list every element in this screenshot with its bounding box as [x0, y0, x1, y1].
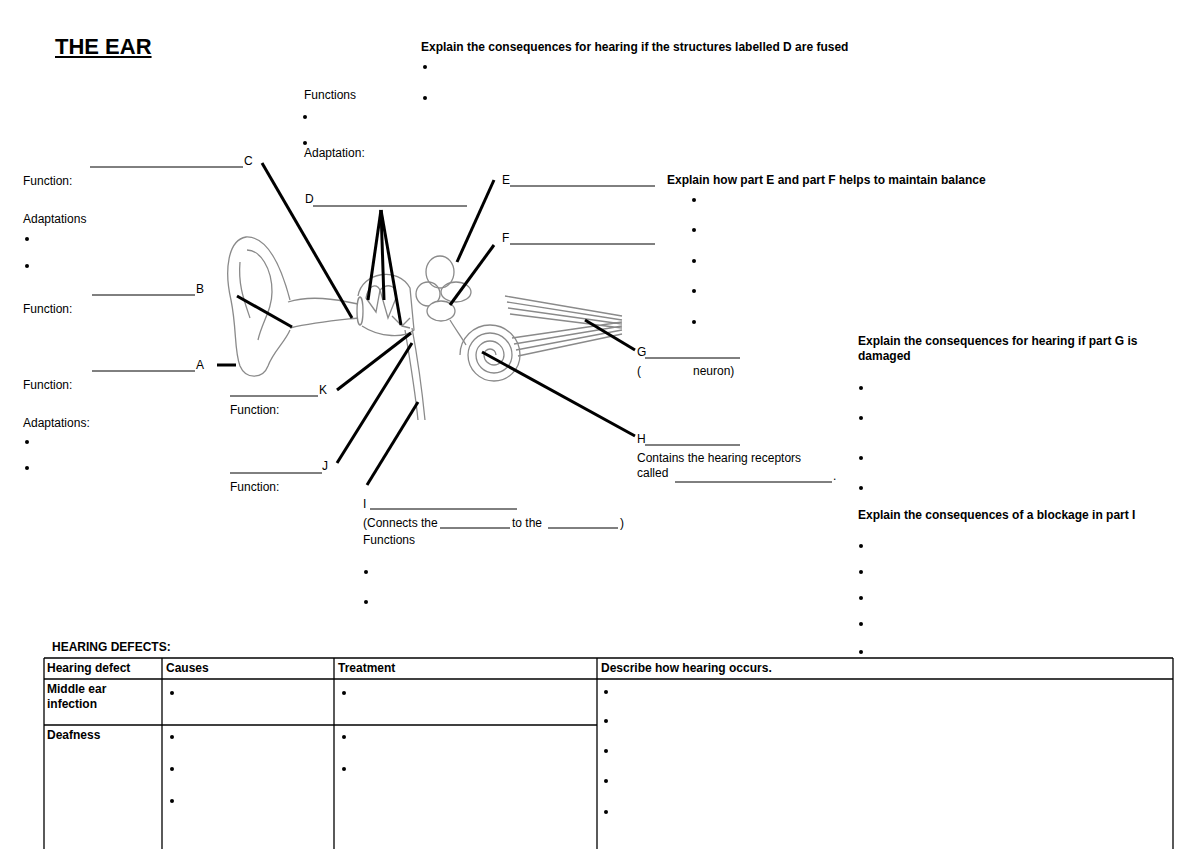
prompt-text: (: [637, 364, 641, 379]
table-header: Hearing defect: [47, 661, 130, 676]
bullet-dot: [692, 198, 696, 202]
bullet-dot: [170, 767, 174, 771]
prompt-text: Function:: [23, 302, 72, 317]
answer-blanks: [90, 167, 832, 528]
bullet-dot: [859, 486, 863, 490]
prompt-text: Adaptation:: [304, 146, 365, 161]
bullet-dot: [859, 456, 863, 460]
part-letter: D: [305, 192, 314, 207]
worksheet-title: THE EAR: [55, 34, 152, 60]
defects-table: [44, 658, 1173, 849]
bullet-dot: [692, 320, 696, 324]
bullet-dot: [604, 690, 608, 694]
bullet-dot: [859, 386, 863, 390]
table-cell: Middle ear infection: [47, 682, 157, 712]
part-letter: I: [363, 497, 366, 512]
bullet-dot: [692, 259, 696, 263]
bullet-dot: [25, 466, 29, 470]
bullet-dot: [342, 735, 346, 739]
bullet-dot: [859, 416, 863, 420]
prompt-text: to the: [512, 516, 542, 531]
section-heading: HEARING DEFECTS:: [52, 640, 171, 655]
ear-drawing: [228, 237, 622, 420]
part-letter: E: [502, 173, 510, 188]
leader-lines: [217, 163, 635, 485]
part-letter: K: [319, 383, 327, 398]
table-header: Describe how hearing occurs.: [601, 661, 772, 676]
part-letter: F: [502, 231, 509, 246]
question-text: Explain the consequences of a blockage i…: [858, 508, 1135, 523]
bullet-dot: [170, 691, 174, 695]
prompt-text: Function:: [23, 378, 72, 393]
part-letter: A: [196, 358, 204, 373]
bullet-dot: [859, 650, 863, 654]
bullet-dot: [859, 570, 863, 574]
part-letter: C: [244, 154, 253, 169]
question-text: Explain the consequences for hearing if …: [858, 334, 1188, 364]
bullet-dot: [170, 735, 174, 739]
table-header: Treatment: [338, 661, 395, 676]
part-letter: B: [196, 282, 204, 297]
bullet-dot: [303, 115, 307, 119]
bullet-dot: [342, 767, 346, 771]
prompt-text: .: [833, 469, 836, 484]
bullet-dot: [859, 544, 863, 548]
question-text: Explain the consequences for hearing if …: [421, 40, 848, 55]
part-letter: H: [637, 432, 646, 447]
part-letter: G: [637, 345, 646, 360]
bullet-dot: [423, 65, 427, 69]
bullet-dot: [170, 799, 174, 803]
bullet-dot: [342, 691, 346, 695]
prompt-text: Functions: [363, 533, 415, 548]
prompt-text: Contains the hearing receptors called: [637, 451, 827, 481]
bullet-dot: [364, 570, 368, 574]
prompt-text: (Connects the: [363, 516, 438, 531]
bullet-dot: [859, 622, 863, 626]
bullet-dot: [25, 440, 29, 444]
prompt-text: neuron): [693, 364, 734, 379]
prompt-text: ): [620, 516, 624, 531]
question-text: Explain how part E and part F helps to m…: [667, 173, 986, 188]
table-header: Causes: [166, 661, 209, 676]
bullet-dot: [604, 719, 608, 723]
bullet-dot: [423, 96, 427, 100]
bullet-dot: [692, 289, 696, 293]
prompt-text: Function:: [23, 174, 72, 189]
part-letter: J: [322, 459, 328, 474]
bullet-dot: [604, 810, 608, 814]
bullet-dot: [604, 749, 608, 753]
bullet-dot: [303, 141, 307, 145]
prompt-text: Function:: [230, 403, 279, 418]
table-cell: Deafness: [47, 728, 100, 743]
prompt-text: Functions: [304, 88, 356, 103]
prompt-text: Adaptations: [23, 212, 86, 227]
bullet-dot: [25, 237, 29, 241]
bullet-dot: [859, 596, 863, 600]
prompt-text: Function:: [230, 480, 279, 495]
bullet-dot: [692, 228, 696, 232]
bullet-dot: [604, 779, 608, 783]
prompt-text: Adaptations:: [23, 416, 90, 431]
bullet-dot: [25, 264, 29, 268]
bullet-dot: [364, 600, 368, 604]
